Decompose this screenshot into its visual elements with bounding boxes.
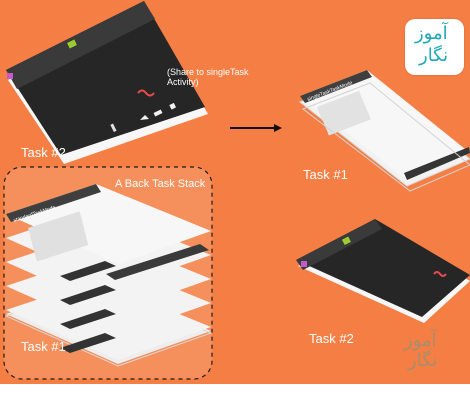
app-icon-task2-left xyxy=(7,73,13,79)
nav-recents-icon-task2-left xyxy=(169,102,177,110)
task2-right-label: Task #2 xyxy=(309,331,354,346)
right-task1-stack: singleTaskTaskMode xyxy=(299,70,470,192)
right-task1-appbar xyxy=(300,70,372,103)
arrow-head xyxy=(274,124,282,132)
arrow xyxy=(230,124,282,132)
app-icon-task2-right xyxy=(301,261,307,267)
brand-logo: آموز نگار xyxy=(405,19,464,75)
right-list-item-1 xyxy=(317,90,362,115)
right-task1-navbar xyxy=(404,147,470,180)
phone-task2-left xyxy=(6,1,208,164)
phone-screen-task2-left xyxy=(6,1,205,155)
logo-line-2: نگار xyxy=(419,45,449,66)
nav-home-icon-task2-left xyxy=(153,109,163,117)
share-to-singletask-label: (Share to singleTask Activity) xyxy=(167,67,249,88)
android-icon-task2-right xyxy=(341,236,351,246)
watermark-line2: نگار xyxy=(407,349,437,371)
watermark-graphic: آموز نگار xyxy=(403,328,438,371)
left-list-item-4 xyxy=(34,235,89,262)
status-bar-task2-left xyxy=(6,1,155,89)
left-list-item-1 xyxy=(27,211,83,238)
back-stack-box-border xyxy=(3,166,213,380)
task1-left-label: Task #1 xyxy=(21,339,66,354)
phone-task2-right xyxy=(296,219,470,323)
infinity-icon-task2-left xyxy=(137,89,155,97)
logo-line-1: آموز xyxy=(415,23,448,44)
right-task1-layer-edge xyxy=(301,82,470,192)
nav-back-icon-task2-left xyxy=(140,115,149,120)
left-list-item-3 xyxy=(32,227,87,254)
back-task-stack-label: A Back Task Stack xyxy=(115,178,206,190)
task1-right-label: Task #1 xyxy=(303,167,348,182)
android-icon-task2-left xyxy=(67,39,77,49)
infinity-icon-task2-right xyxy=(433,271,447,277)
left-stack-layers: standardTaskMode xyxy=(4,184,213,367)
right-list-item-2 xyxy=(320,97,365,122)
watermark-line1: آموز xyxy=(403,328,438,351)
left-layer-top-navbar xyxy=(106,244,209,280)
left-layer-top-appbar xyxy=(6,184,101,222)
right-list-item-4 xyxy=(326,111,371,136)
task2-left-label: Task #2 xyxy=(21,145,66,160)
left-list-item-2 xyxy=(29,219,85,246)
right-list-item-3 xyxy=(323,104,368,129)
status-bar-task2-right xyxy=(296,219,382,270)
stylus-icon-task2-left xyxy=(110,123,117,133)
